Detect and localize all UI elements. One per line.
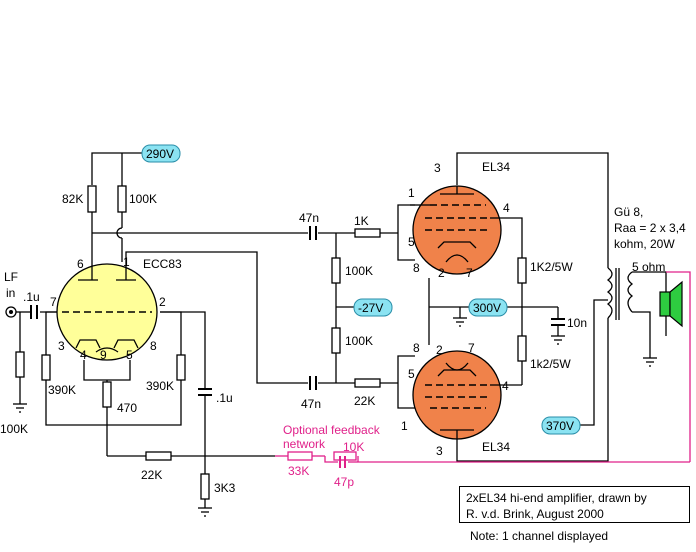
output-transformer xyxy=(606,267,634,320)
voltage-300v-label: 300V xyxy=(473,301,501,315)
grounds xyxy=(13,307,657,517)
resistor-82k xyxy=(87,185,97,213)
pin-ecc-2: 2 xyxy=(159,295,166,309)
label-el34-bottom: EL34 xyxy=(482,440,510,454)
label-33k: 33K xyxy=(288,464,309,478)
pin-bot-4: 4 xyxy=(502,379,509,393)
pin-bot-5: 5 xyxy=(408,367,415,381)
label-xfmr-3: kohm, 20W xyxy=(614,237,675,251)
label-ecc83: ECC83 xyxy=(143,257,182,271)
resistor-470 xyxy=(102,381,112,408)
pin-top-7: 7 xyxy=(466,266,473,280)
wiring xyxy=(14,152,667,508)
resistor-100k-input xyxy=(15,351,25,378)
label-1k: 1K xyxy=(354,214,369,228)
label-47n-top: 47n xyxy=(299,211,319,225)
component-labels: LF in ECC83 EL34 EL34 82K 100K 100K 390K… xyxy=(0,160,686,495)
label-1k2-bottom: 1k2/5W xyxy=(530,357,571,371)
label-xfmr-1: Gü 8, xyxy=(614,205,643,219)
label-100k-grid-bottom: 100K xyxy=(345,334,373,348)
resistor-3k3 xyxy=(200,473,210,500)
note-line-2: R. v.d. Brink, August 2000 xyxy=(466,507,604,521)
speaker-icon xyxy=(659,280,683,328)
voltage-370v-label: 370V xyxy=(546,419,574,433)
label-lf: LF xyxy=(4,270,18,284)
voltage-300v-badge: 300V xyxy=(468,298,508,317)
ecc83-tube xyxy=(56,262,158,361)
pin-ecc-8: 8 xyxy=(150,339,157,353)
label-01u: .1u xyxy=(216,391,233,405)
pin-bot-3: 3 xyxy=(436,444,443,458)
pin-top-5: 5 xyxy=(408,235,415,249)
resistor-390k-left xyxy=(41,354,51,381)
feedback-network xyxy=(275,271,691,463)
input-jack-icon xyxy=(5,306,17,318)
pin-labels: 6 1 7 2 3 4 9 5 8 3 1 4 5 8 2 7 8 2 7 5 … xyxy=(50,161,510,458)
label-82k: 82K xyxy=(62,192,83,206)
note-box xyxy=(459,486,690,523)
label-47n-bottom: 47n xyxy=(301,397,321,411)
feedback-labels: Optional feedback network 33K 10K 47p xyxy=(283,423,381,489)
pin-ecc-3: 3 xyxy=(58,339,65,353)
label-3k3: 3K3 xyxy=(214,481,236,495)
label-100k-input: 100K xyxy=(0,422,28,436)
label-10n: 10n xyxy=(567,316,587,330)
note-line-3: Note: 1 channel displayed xyxy=(470,529,609,543)
pin-bot-8: 8 xyxy=(413,341,420,355)
capacitors xyxy=(30,226,565,468)
resistor-1k xyxy=(354,228,381,238)
label-01u-input: .1u xyxy=(23,290,40,304)
pin-ecc-5: 5 xyxy=(126,348,133,362)
label-optional-feedback: Optional feedback xyxy=(283,423,381,437)
resistor-1k2-top xyxy=(517,257,527,284)
label-1k2-top: 1K2/5W xyxy=(530,260,573,274)
pin-ecc-9: 9 xyxy=(100,348,107,362)
el34-bottom-tube xyxy=(412,350,502,440)
voltage-370v-badge: 370V xyxy=(541,416,581,435)
label-speaker: 5 ohm xyxy=(632,260,665,274)
label-100k-grid-top: 100K xyxy=(345,264,373,278)
resistor-22k-feedback xyxy=(145,451,172,461)
resistor-100k-grid-bottom xyxy=(331,327,341,354)
resistor-1k2-bottom xyxy=(517,335,527,362)
pin-ecc-1: 1 xyxy=(123,255,130,269)
el34-top-tube xyxy=(412,185,502,275)
label-100k-plate: 100K xyxy=(129,192,157,206)
label-47p: 47p xyxy=(334,475,354,489)
label-470: 470 xyxy=(117,401,137,415)
resistor-22k-grid xyxy=(354,378,381,388)
label-network: network xyxy=(283,437,326,451)
label-22k-grid: 22K xyxy=(354,394,375,408)
voltage-neg27v-badge: -27V xyxy=(353,298,393,317)
label-el34-top: EL34 xyxy=(482,160,510,174)
pin-top-1: 1 xyxy=(408,186,415,200)
pin-top-8: 8 xyxy=(413,261,420,275)
voltage-290v-badge: 290V xyxy=(141,144,181,163)
note-line-1: 2xEL34 hi-end amplifier, drawn by xyxy=(466,491,647,505)
pin-ecc-6: 6 xyxy=(77,257,84,271)
voltage-290v-label: 290V xyxy=(146,147,174,161)
resistor-33k-fb xyxy=(287,451,313,461)
label-10k: 10K xyxy=(343,440,364,454)
label-xfmr-2: Raa = 2 x 3,4 xyxy=(614,221,686,235)
pin-bot-1: 1 xyxy=(401,419,408,433)
pin-top-2: 2 xyxy=(438,266,445,280)
label-390k-left: 390K xyxy=(48,383,76,397)
label-22k-feedback: 22K xyxy=(141,468,162,482)
pin-top-3: 3 xyxy=(434,161,441,175)
pin-top-4: 4 xyxy=(503,201,510,215)
resistor-100k-grid-top xyxy=(331,257,341,284)
label-in: in xyxy=(6,286,15,300)
resistor-390k-right xyxy=(176,354,186,381)
pin-bot-7: 7 xyxy=(468,341,475,355)
resistor-100k-plate xyxy=(117,185,127,213)
label-390k-right: 390K xyxy=(146,379,174,393)
pin-ecc-4: 4 xyxy=(80,348,87,362)
voltage-neg27v-label: -27V xyxy=(358,301,383,315)
pin-ecc-7: 7 xyxy=(50,295,57,309)
pin-bot-2: 2 xyxy=(436,343,443,357)
